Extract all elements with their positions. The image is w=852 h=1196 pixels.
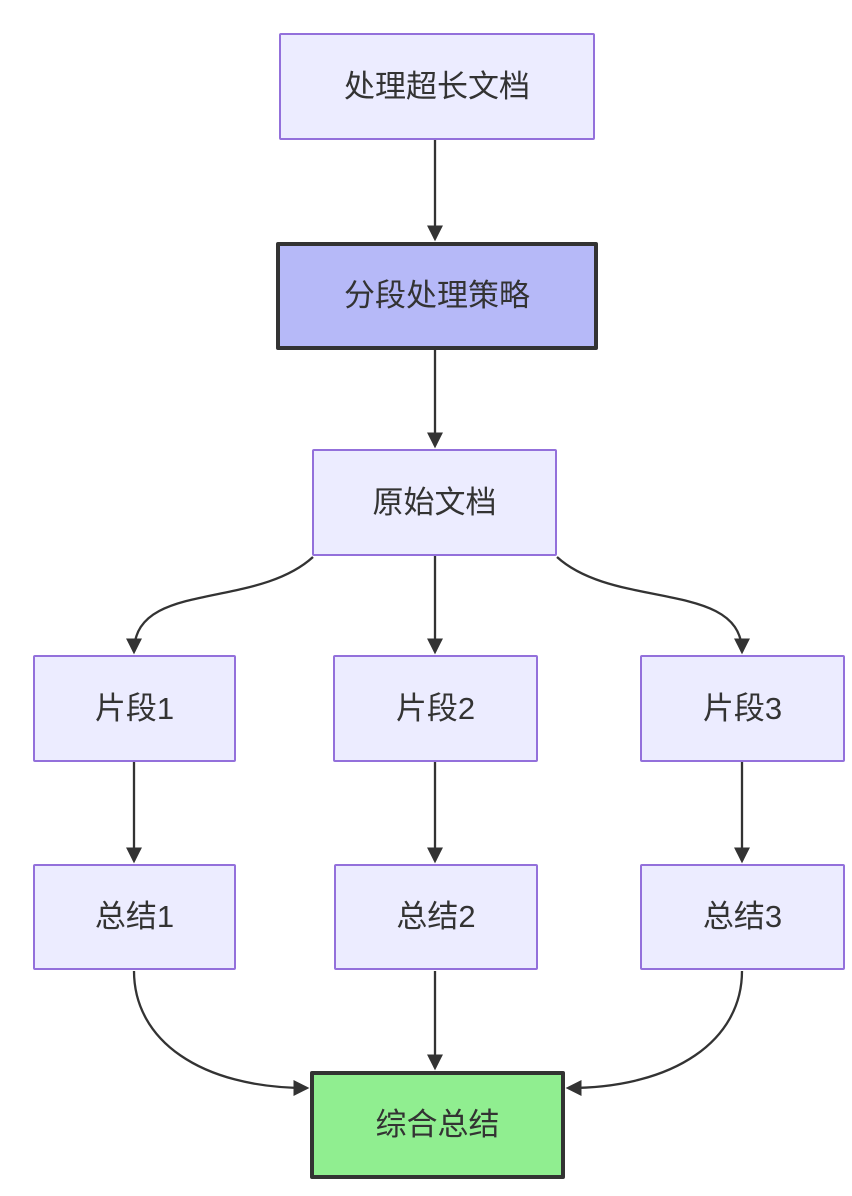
node-segment-strategy-label: 分段处理策略 bbox=[344, 278, 530, 314]
node-process-long-doc-label: 处理超长文档 bbox=[344, 68, 530, 104]
edge-summary3-to-final-summary bbox=[565, 970, 744, 1097]
node-fragment1-label: 片段1 bbox=[94, 690, 175, 726]
edge-original-doc-to-fragment1 bbox=[125, 556, 314, 655]
node-summary3-label: 总结3 bbox=[702, 899, 783, 935]
node-fragment1: 片段1 bbox=[33, 655, 236, 762]
edge-summary1-to-final-summary bbox=[132, 970, 310, 1097]
node-final-summary-label: 综合总结 bbox=[375, 1107, 500, 1143]
node-fragment2: 片段2 bbox=[333, 655, 538, 762]
node-summary1-label: 总结1 bbox=[94, 899, 175, 935]
node-summary1: 总结1 bbox=[33, 864, 236, 970]
edge-original-doc-to-fragment3 bbox=[556, 556, 751, 655]
node-process-long-doc: 处理超长文档 bbox=[279, 33, 595, 140]
node-original-doc: 原始文档 bbox=[312, 449, 557, 556]
node-original-doc-label: 原始文档 bbox=[372, 484, 497, 520]
node-fragment3-label: 片段3 bbox=[702, 690, 783, 726]
node-final-summary: 综合总结 bbox=[310, 1071, 565, 1179]
node-summary2: 总结2 bbox=[334, 864, 538, 970]
node-summary3: 总结3 bbox=[640, 864, 845, 970]
node-summary2-label: 总结2 bbox=[396, 899, 476, 935]
node-fragment2-label: 片段2 bbox=[395, 690, 476, 726]
node-segment-strategy: 分段处理策略 bbox=[276, 242, 598, 350]
node-fragment3: 片段3 bbox=[640, 655, 845, 762]
